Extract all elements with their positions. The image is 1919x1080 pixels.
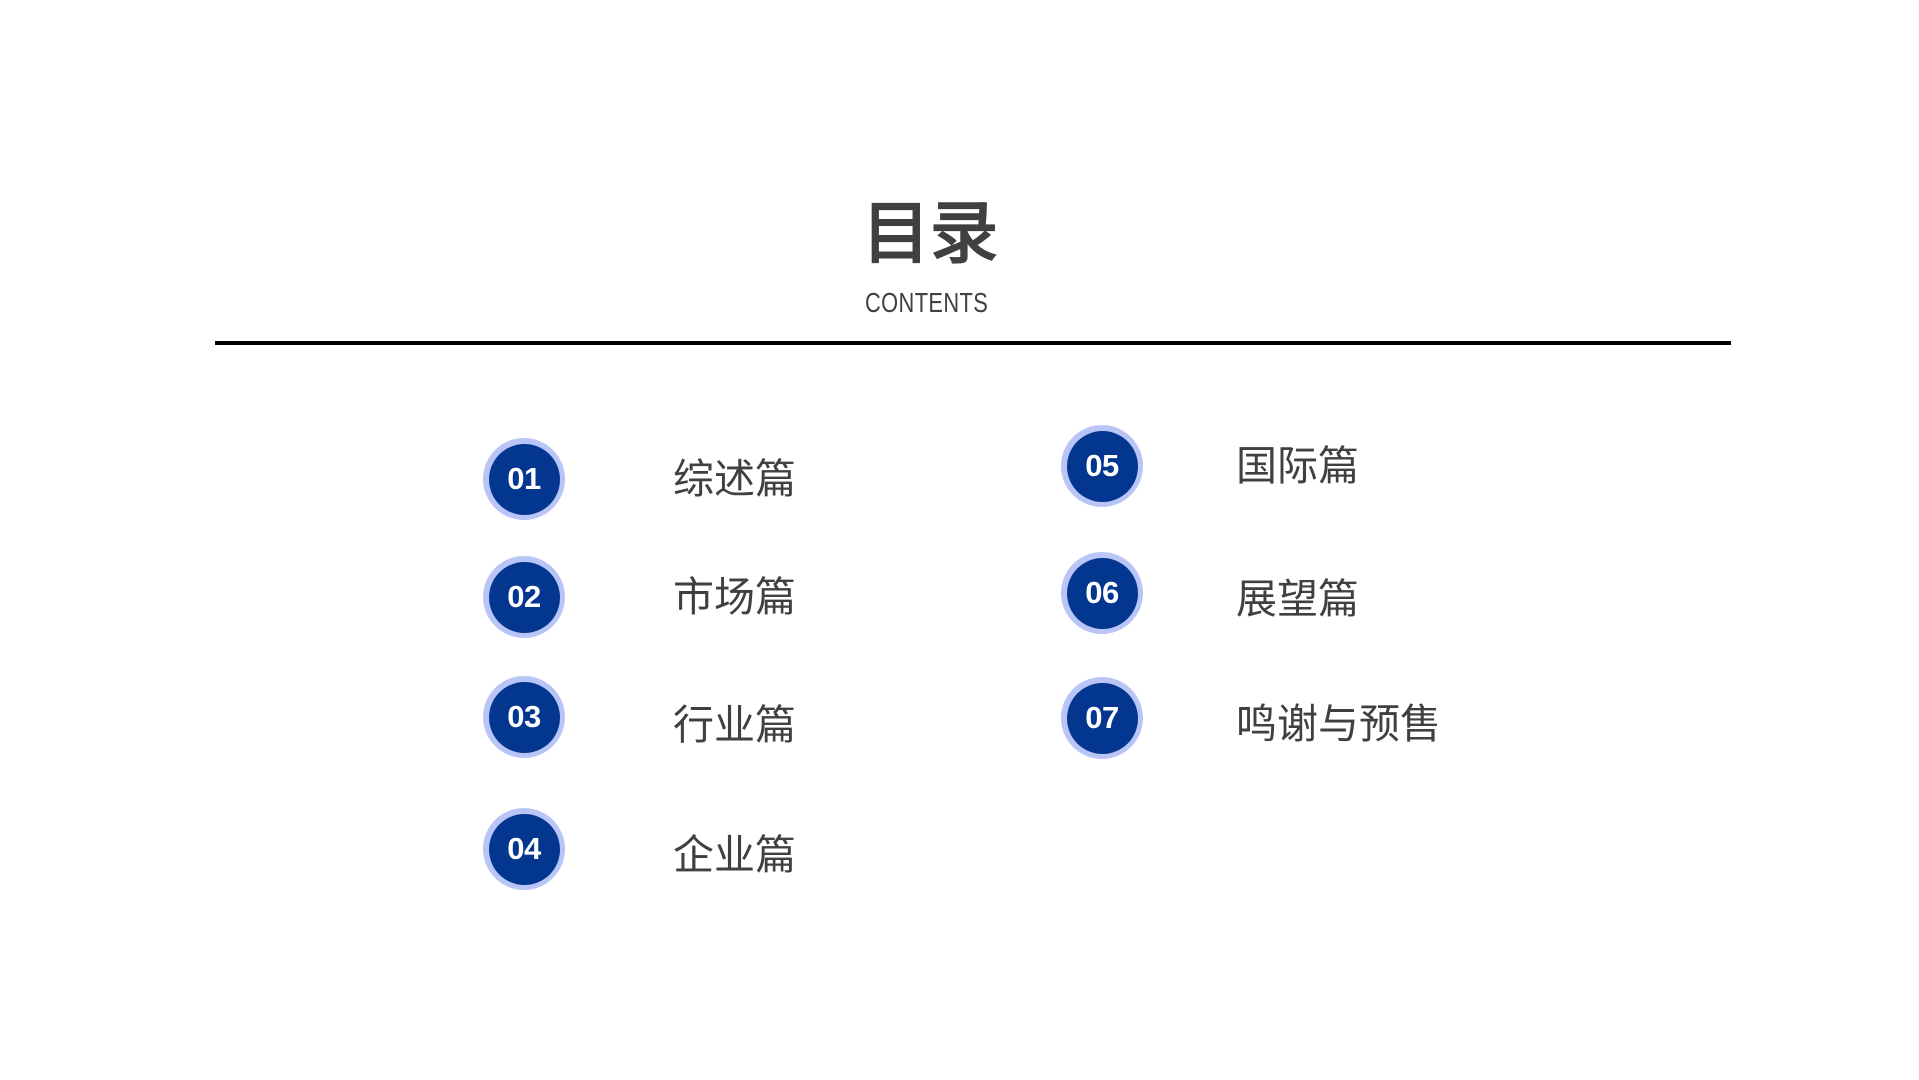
number-badge: 01 bbox=[483, 438, 565, 520]
toc-item-label: 国际篇 bbox=[1236, 442, 1359, 490]
badge-number: 06 bbox=[1066, 557, 1138, 629]
badge-number: 03 bbox=[488, 681, 560, 753]
number-badge: 05 bbox=[1061, 425, 1143, 507]
toc-item-label: 鸣谢与预售 bbox=[1236, 700, 1441, 748]
badge-number: 02 bbox=[488, 561, 560, 633]
toc-item-label: 展望篇 bbox=[1236, 575, 1359, 623]
number-badge: 04 bbox=[483, 808, 565, 890]
number-badge: 06 bbox=[1061, 552, 1143, 634]
divider bbox=[215, 341, 1731, 345]
badge-number: 04 bbox=[488, 813, 560, 885]
number-badge: 02 bbox=[483, 556, 565, 638]
page-title: 目录 bbox=[862, 195, 999, 274]
toc-item-label: 行业篇 bbox=[673, 701, 796, 749]
toc-item-label: 综述篇 bbox=[673, 455, 796, 503]
number-badge: 07 bbox=[1061, 677, 1143, 759]
page-subtitle: CONTENTS bbox=[865, 287, 989, 318]
badge-number: 01 bbox=[488, 443, 560, 515]
toc-item-label: 市场篇 bbox=[673, 573, 796, 621]
number-badge: 03 bbox=[483, 676, 565, 758]
badge-number: 07 bbox=[1066, 682, 1138, 754]
toc-item-label: 企业篇 bbox=[673, 831, 796, 879]
badge-number: 05 bbox=[1066, 430, 1138, 502]
